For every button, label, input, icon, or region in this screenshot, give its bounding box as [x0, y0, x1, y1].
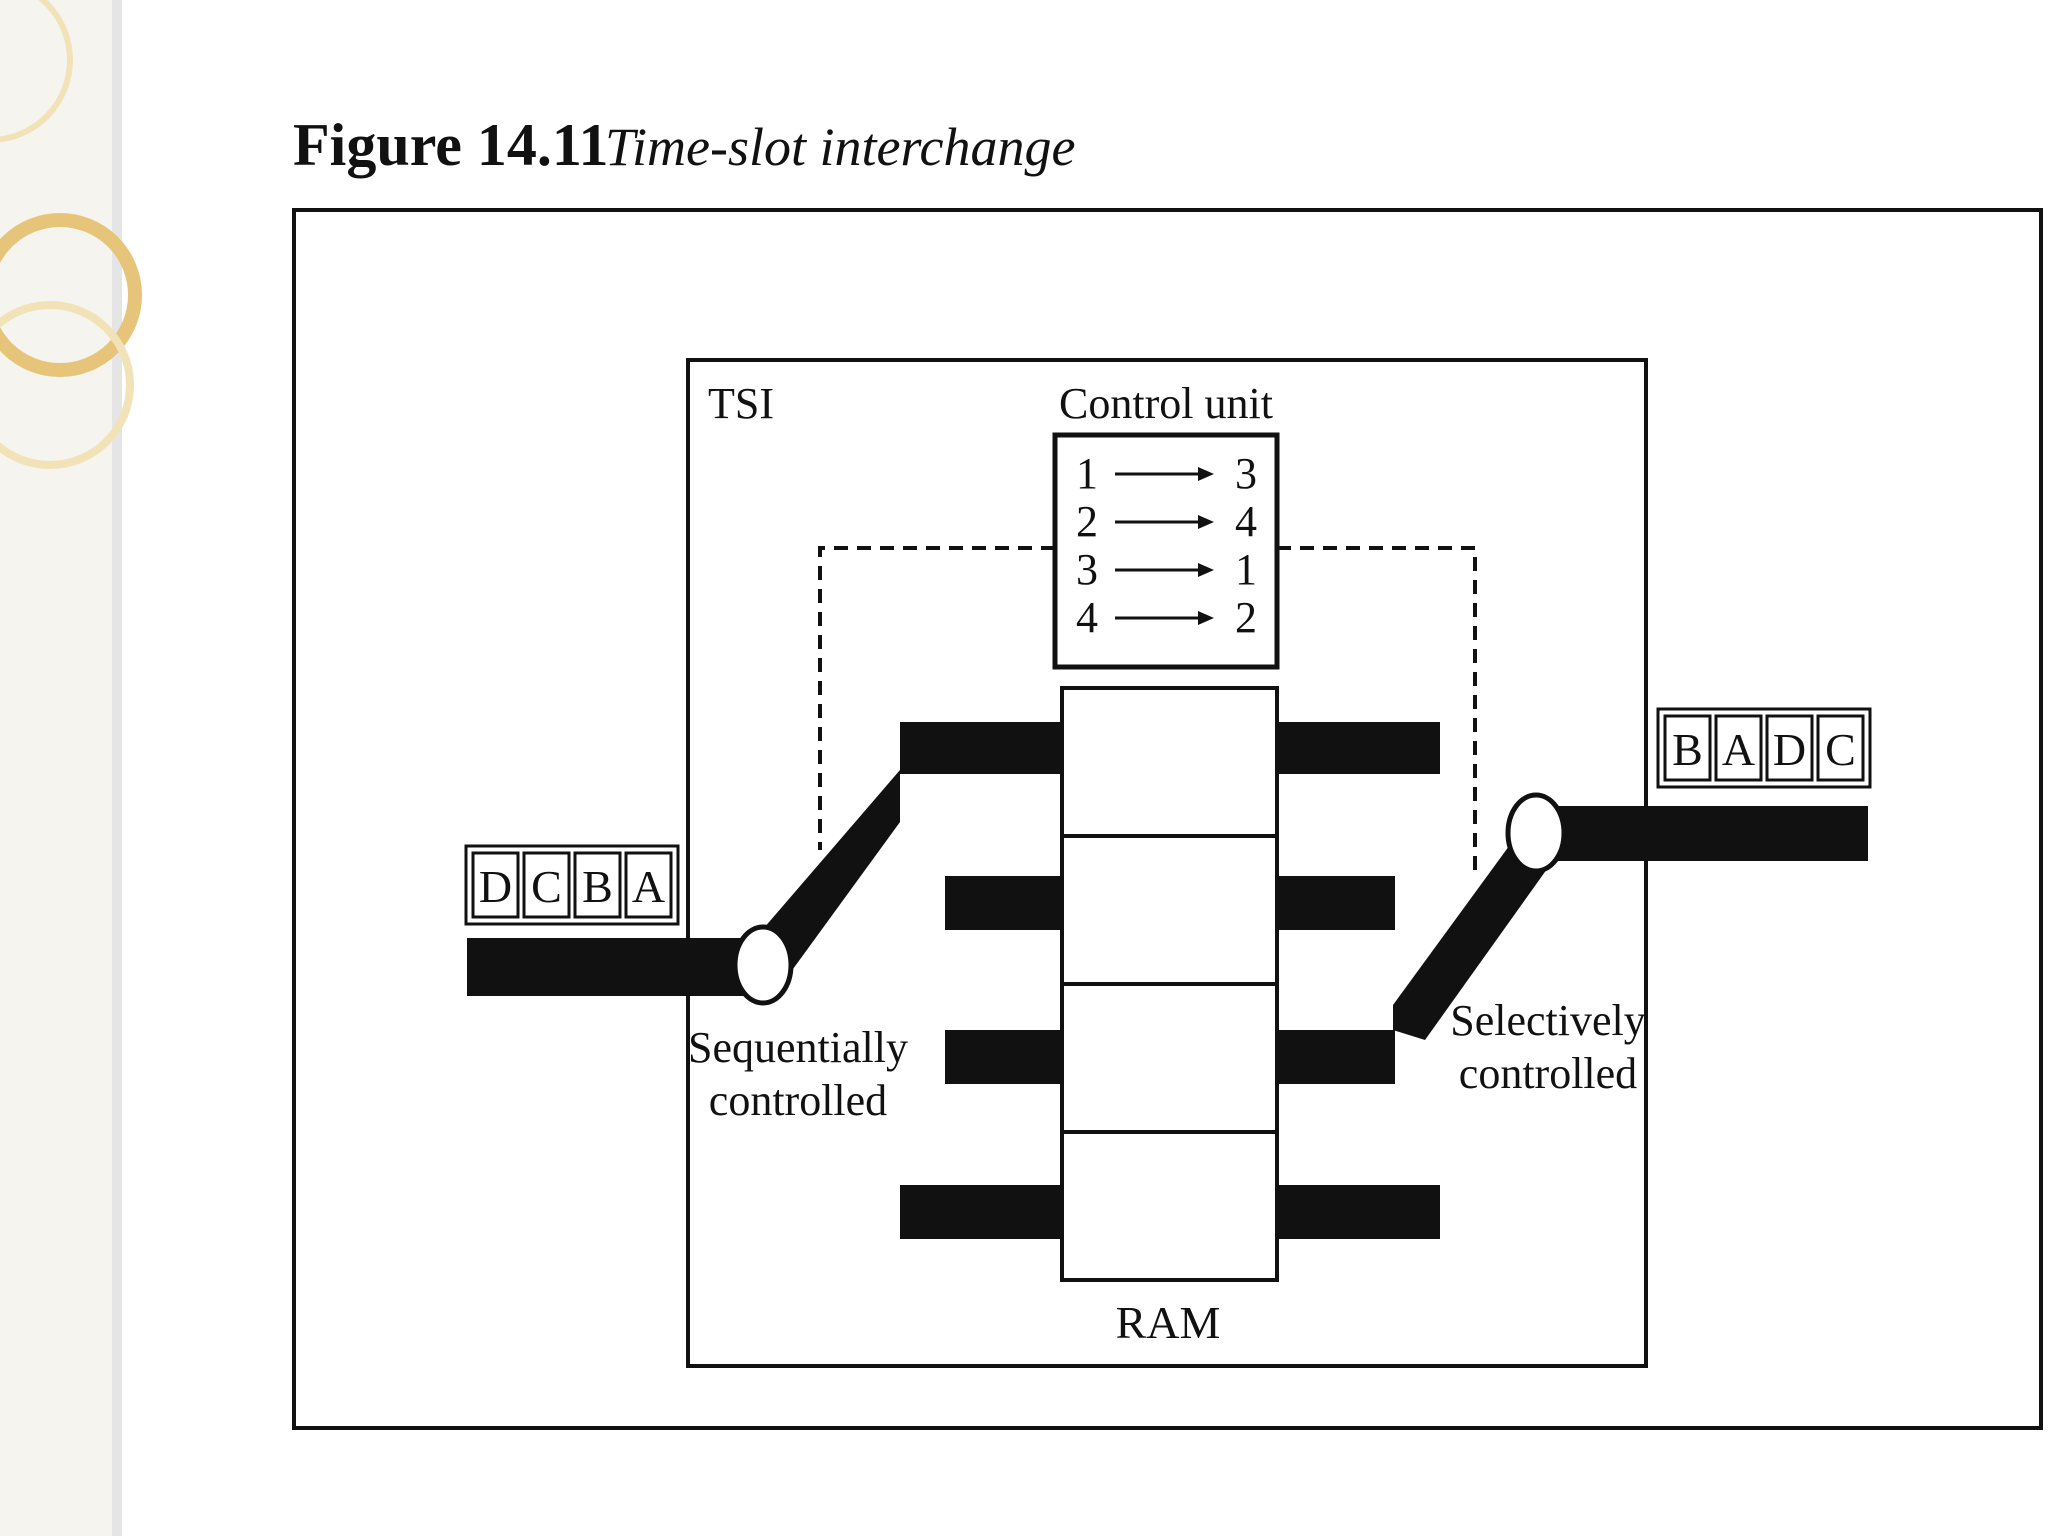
time-slot — [624, 851, 673, 919]
mapping-arrow-head — [1198, 467, 1214, 481]
time-slot — [1765, 714, 1814, 782]
time-slot — [471, 851, 520, 919]
time-slot-letter: A — [1722, 724, 1755, 775]
output-switch-pivot — [1505, 792, 1567, 874]
time-slot-letter: B — [1672, 724, 1703, 775]
mapping-to: 3 — [1235, 449, 1257, 498]
time-slot-letter: C — [1825, 724, 1856, 775]
ram-out-bus-1 — [1277, 722, 1440, 774]
control-line-right — [1277, 546, 1477, 870]
time-slot-letter: A — [632, 861, 665, 912]
mapping-to: 2 — [1235, 593, 1257, 642]
ram-cell-4 — [1060, 1130, 1279, 1282]
mapping-to: 4 — [1235, 497, 1257, 546]
mapping-to: 1 — [1235, 545, 1257, 594]
time-slot — [1663, 714, 1712, 782]
slide-left-bar — [0, 0, 118, 1536]
figure-number: Figure 14.11 — [293, 112, 609, 178]
ram-cell-2 — [1060, 834, 1279, 986]
mapping-arrow-head — [1198, 611, 1214, 625]
frame-outline — [1656, 707, 1872, 789]
mapping-from: 4 — [1076, 593, 1098, 642]
time-slot-letter: B — [582, 861, 613, 912]
mapping-arrow-head — [1198, 563, 1214, 577]
figure-caption: Time-slot interchange — [605, 117, 1075, 177]
mapping-arrow-head — [1198, 515, 1214, 529]
output-switch-label-line1: Selectively — [1450, 996, 1646, 1045]
time-slot-letter: D — [479, 861, 512, 912]
control-line-left — [818, 546, 1055, 850]
ram-out-bus-2 — [1277, 876, 1395, 930]
ram-out-bus-3 — [1277, 1030, 1395, 1084]
slide-bar-edge — [112, 0, 122, 1536]
input-line — [467, 938, 757, 996]
time-slot — [1714, 714, 1763, 782]
tsi-box — [686, 358, 1648, 1368]
ram-label: RAM — [1116, 1297, 1221, 1348]
mapping-from: 1 — [1076, 449, 1098, 498]
input-switch-pivot — [732, 924, 794, 1006]
decorative-rings — [0, 0, 142, 469]
time-slot-letter: D — [1773, 724, 1806, 775]
ram-in-bus-4 — [900, 1185, 1062, 1239]
tsi-label: TSI — [708, 379, 774, 428]
output-switch-label-line2: controlled — [1459, 1049, 1637, 1098]
input-switch-label-line2: controlled — [709, 1076, 887, 1125]
ram-in-bus-3 — [945, 1030, 1062, 1084]
time-slot — [1816, 714, 1865, 782]
input-switch-label-line1: Sequentially — [688, 1023, 908, 1072]
frame-outline — [464, 844, 680, 926]
time-slot — [522, 851, 571, 919]
ram-in-bus-2 — [945, 876, 1062, 930]
ram-out-bus-4 — [1277, 1185, 1440, 1239]
mapping-from: 3 — [1076, 545, 1098, 594]
ram-in-bus-1 — [900, 722, 1062, 774]
figure-frame — [292, 208, 2043, 1430]
ram-input-buses — [900, 722, 1062, 1239]
ram-cell-1 — [1060, 686, 1279, 838]
ram-cell-3 — [1060, 982, 1279, 1134]
control-unit-label: Control unit — [1059, 379, 1273, 428]
output-line — [1550, 806, 1868, 861]
output-switch-arm — [1393, 842, 1552, 1040]
input-switch-arm — [745, 770, 900, 980]
time-slot — [573, 851, 622, 919]
mapping-from: 2 — [1076, 497, 1098, 546]
ram-output-buses — [1277, 722, 1440, 1239]
ram — [1060, 686, 1279, 1282]
time-slot-letter: C — [531, 861, 562, 912]
